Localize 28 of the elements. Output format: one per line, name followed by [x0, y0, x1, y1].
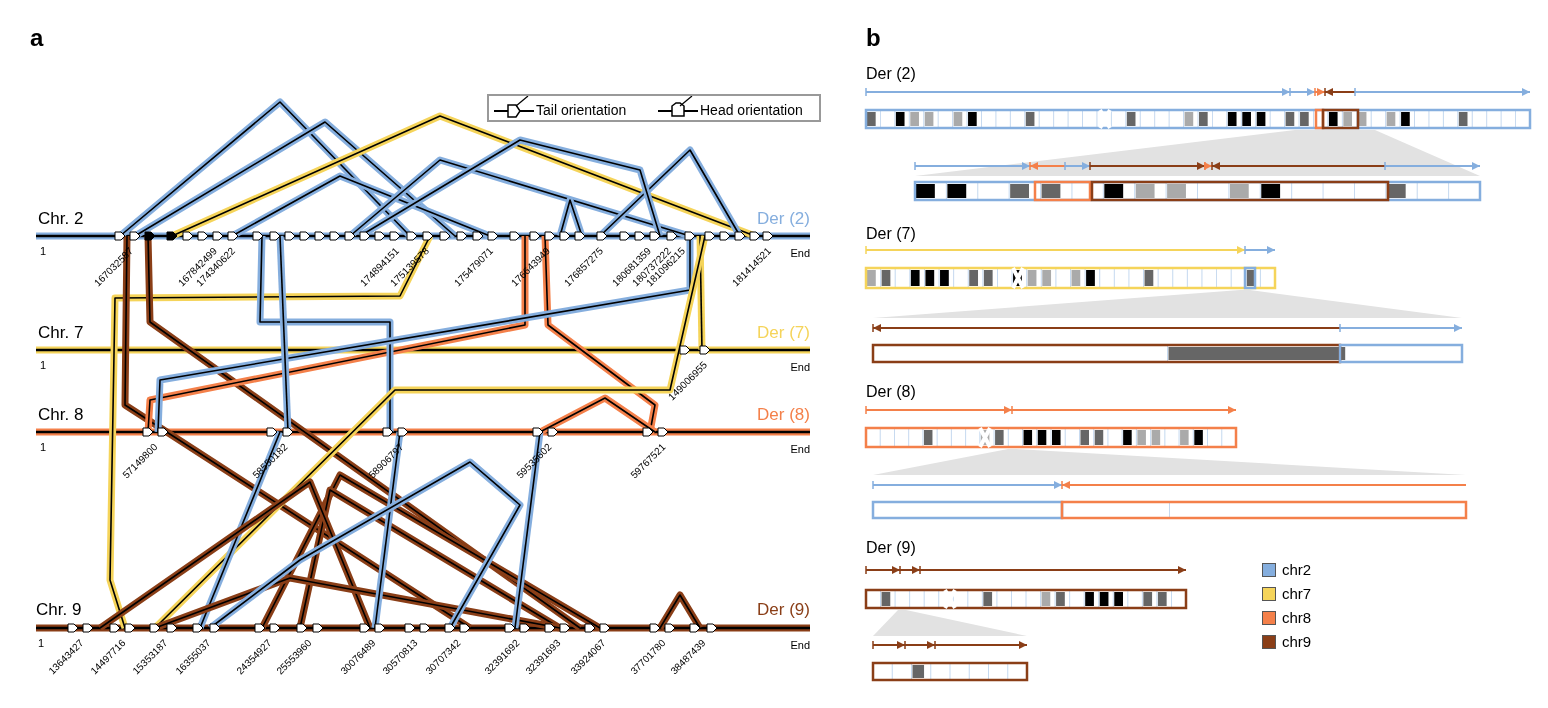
- derivative-label: Der (9): [757, 601, 810, 618]
- position-label: 1: [40, 442, 47, 453]
- derivative-label: Der (2): [866, 66, 916, 82]
- chromosome-label: Chr. 9: [36, 601, 82, 618]
- chromosome-label: Chr. 8: [38, 406, 84, 423]
- end-label: End: [790, 444, 810, 455]
- derivative-label: Der (7): [757, 324, 810, 341]
- legend-text: Tail orientation: [536, 103, 627, 117]
- derivative-label: Der (2): [757, 210, 810, 227]
- legend-text: chr7: [1282, 586, 1312, 601]
- position-label: 1: [40, 360, 47, 371]
- legend-text: Head orientation: [700, 103, 803, 117]
- panel-letter: a: [30, 26, 44, 50]
- chromosome-label: Chr. 2: [38, 210, 84, 227]
- derivative-label: Der (8): [757, 406, 810, 423]
- derivative-label: Der (9): [866, 540, 916, 556]
- legend-text: chr8: [1282, 610, 1312, 625]
- legend-text: chr9: [1282, 634, 1312, 649]
- position-label: 1: [40, 246, 47, 257]
- chromosome-label: Chr. 7: [38, 324, 84, 341]
- end-label: End: [790, 362, 810, 373]
- panel-letter: b: [866, 26, 881, 50]
- position-label: 1: [38, 638, 45, 649]
- derivative-label: Der (8): [866, 384, 916, 400]
- end-label: End: [790, 248, 810, 259]
- end-label: End: [790, 640, 810, 651]
- legend-text: chr2: [1282, 562, 1312, 577]
- derivative-label: Der (7): [866, 226, 916, 242]
